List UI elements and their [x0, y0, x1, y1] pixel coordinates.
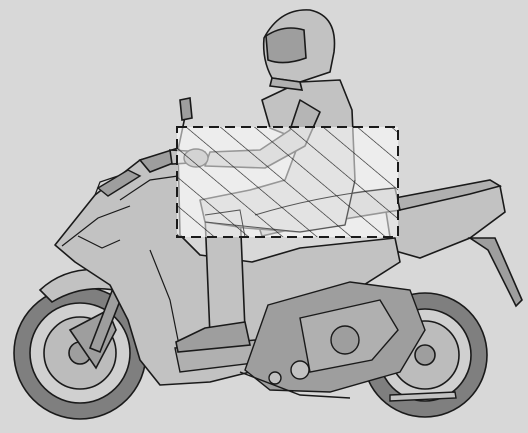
hatched-highlight-zone	[177, 127, 398, 237]
